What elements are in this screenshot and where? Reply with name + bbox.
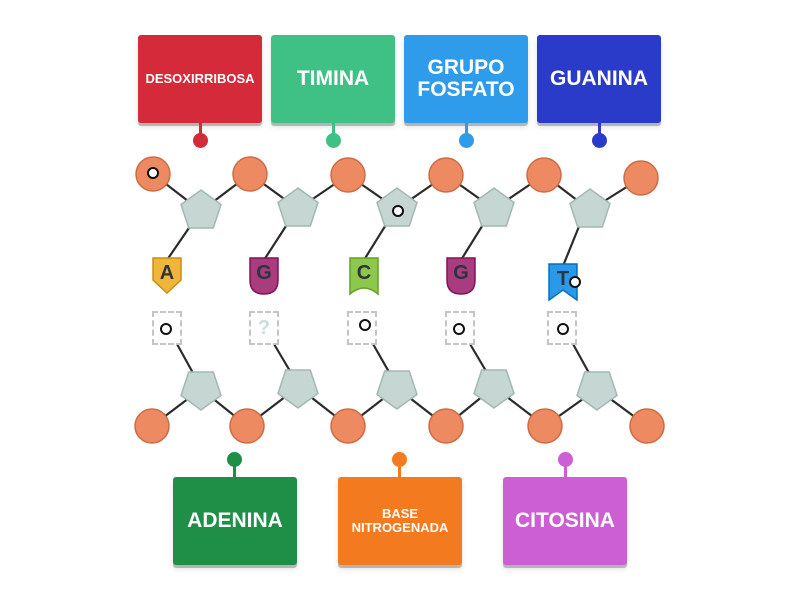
deoxyribose-sugar bbox=[473, 187, 515, 227]
pin-desoxirribosa[interactable] bbox=[193, 133, 208, 148]
base-letter: T bbox=[557, 268, 569, 290]
phosphate-group bbox=[229, 408, 265, 444]
backbone-bond bbox=[273, 343, 291, 372]
target-marker[interactable] bbox=[147, 167, 159, 179]
phosphate-group bbox=[134, 156, 665, 444]
target-marker[interactable] bbox=[557, 323, 569, 335]
pin-timina[interactable] bbox=[326, 133, 341, 148]
base-drop-zone[interactable]: ? bbox=[249, 311, 279, 345]
deoxyribose-sugar bbox=[180, 371, 222, 411]
target-marker[interactable] bbox=[392, 205, 404, 217]
target-marker[interactable] bbox=[359, 319, 371, 331]
backbone-bond bbox=[263, 222, 289, 261]
deoxyribose-sugar bbox=[277, 187, 319, 227]
base-letter: C bbox=[357, 262, 371, 284]
nitrogenous-base bbox=[349, 257, 379, 296]
label-timina[interactable]: TIMINA bbox=[271, 35, 395, 123]
phosphate-group bbox=[629, 408, 665, 444]
target-marker[interactable] bbox=[160, 323, 172, 335]
label-guanina[interactable]: GUANINA bbox=[537, 35, 661, 123]
base-letter: G bbox=[256, 262, 272, 284]
backbone-bond bbox=[176, 343, 194, 374]
sugar-group bbox=[180, 187, 618, 411]
phosphate-group bbox=[526, 157, 562, 193]
pin-stem bbox=[564, 462, 567, 478]
pin-stem bbox=[465, 123, 468, 137]
target-marker[interactable] bbox=[453, 323, 465, 335]
backbone-bond bbox=[166, 224, 192, 261]
deoxyribose-sugar bbox=[569, 188, 611, 228]
pin-stem bbox=[332, 123, 335, 137]
phosphate-group bbox=[134, 408, 170, 444]
nitrogenous-base bbox=[249, 257, 279, 295]
backbone-bond bbox=[372, 343, 390, 373]
phosphate-group bbox=[330, 408, 366, 444]
backbone-bond bbox=[561, 223, 582, 267]
backbone-bond bbox=[572, 343, 590, 374]
pin-stem bbox=[199, 123, 202, 137]
base-letter: A bbox=[160, 262, 174, 284]
backbone-bond bbox=[469, 343, 487, 372]
deoxyribose-sugar bbox=[180, 189, 222, 229]
label-desoxirribosa[interactable]: DESOXIRRIBOSA bbox=[138, 35, 262, 123]
base-drop-zone[interactable] bbox=[547, 311, 577, 345]
phosphate-group bbox=[428, 408, 464, 444]
base-letter: G bbox=[453, 262, 469, 284]
pin-grupo-fosfato[interactable] bbox=[459, 133, 474, 148]
nitrogenous-base bbox=[548, 263, 578, 302]
backbone-bond bbox=[363, 222, 388, 261]
deoxyribose-sugar bbox=[277, 369, 319, 409]
phosphate-group bbox=[623, 160, 659, 196]
pin-stem bbox=[233, 462, 236, 478]
deoxyribose-sugar bbox=[376, 370, 418, 410]
phosphate-group bbox=[232, 156, 268, 192]
label-citosina[interactable]: CITOSINA bbox=[503, 477, 627, 565]
nitrogenous-base bbox=[152, 257, 182, 295]
pin-guanina[interactable] bbox=[592, 133, 607, 148]
phosphate-group bbox=[330, 157, 366, 193]
nitrogenous-base bbox=[446, 257, 476, 295]
label-grupo-fosfato[interactable]: GRUPO FOSFATO bbox=[404, 35, 528, 123]
backbone-bond bbox=[460, 222, 485, 261]
pin-citosina[interactable] bbox=[558, 452, 573, 467]
base-drop-zone[interactable] bbox=[152, 311, 182, 345]
pin-stem bbox=[398, 462, 401, 478]
phosphate-group bbox=[527, 408, 563, 444]
deoxyribose-sugar bbox=[473, 369, 515, 409]
phosphate-group bbox=[428, 157, 464, 193]
pin-base-nitrogenada[interactable] bbox=[392, 452, 407, 467]
label-base-nitrogenada[interactable]: BASE NITROGENADA bbox=[338, 477, 462, 565]
label-adenina[interactable]: ADENINA bbox=[173, 477, 297, 565]
pin-adenina[interactable] bbox=[227, 452, 242, 467]
pin-stem bbox=[598, 123, 601, 137]
deoxyribose-sugar bbox=[576, 371, 618, 411]
target-marker[interactable] bbox=[569, 276, 581, 288]
